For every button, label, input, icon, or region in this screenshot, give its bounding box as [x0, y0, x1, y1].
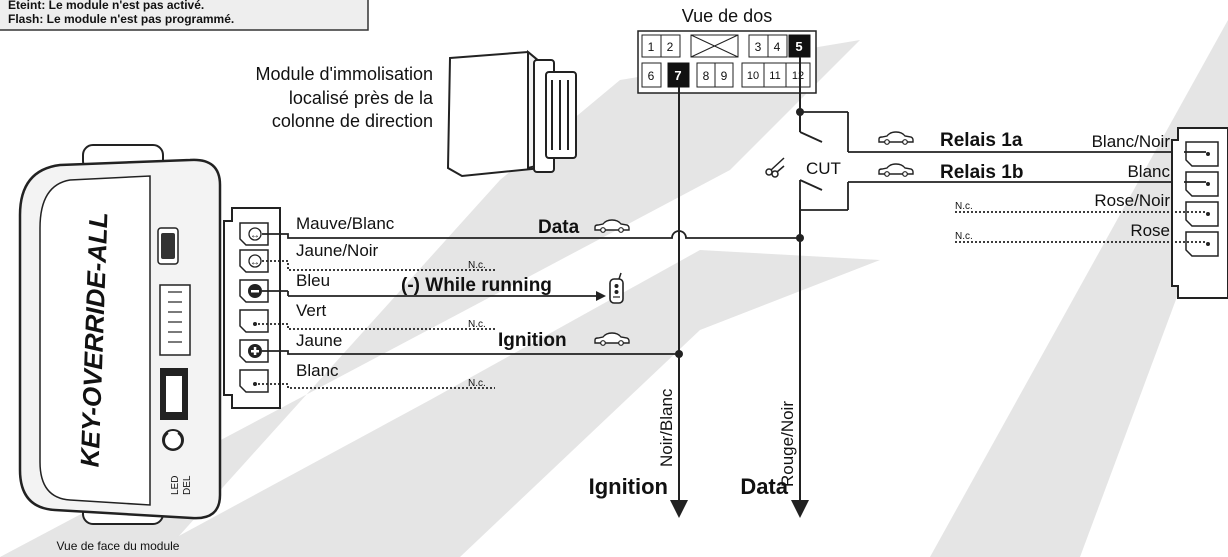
pin-6: 6: [648, 69, 655, 83]
nc-note-rose-noir: N.c.: [955, 201, 973, 212]
legend-line-2: Flash: Le module n'est pas programmé.: [8, 12, 234, 26]
wire-label-jaune-noir: Jaune/Noir: [296, 241, 379, 260]
module-caption: Vue de face du module: [57, 539, 180, 553]
scissors-icon: [765, 157, 785, 178]
vertical-label-rouge-noir: Rouge/Noir: [778, 401, 797, 487]
ignition-vertical-wire: Noir/Blanc Ignition: [589, 87, 688, 518]
cut-label: CUT: [806, 159, 841, 178]
pin-2: 2: [667, 40, 674, 54]
pin-10: 10: [747, 70, 759, 82]
pin-12: 12: [792, 70, 804, 82]
legend-line-1: Éteint: Le module n'est pas activé.: [8, 0, 204, 12]
relay-connector: [1171, 127, 1228, 299]
immobilizer-caption-line-1: Module d'immolisation: [255, 64, 433, 84]
pin-3: 3: [755, 40, 762, 54]
pin-1: 1: [648, 40, 655, 54]
wire-label-blanc: Blanc: [296, 361, 339, 380]
nc-note-vert: N.c.: [468, 319, 486, 330]
immobilizer-caption-line-3: colonne de direction: [272, 111, 433, 131]
relay-labels: Relais 1a Relais 1b: [878, 130, 1023, 183]
nc-note-blanc: N.c.: [468, 378, 486, 389]
led-label: LED: [170, 476, 181, 495]
data-vertical-wire: Rouge/Noir Data: [740, 57, 809, 518]
wire-label-bleu: Bleu: [296, 271, 330, 290]
car-icon: [878, 131, 914, 145]
relay-wires: [955, 151, 1206, 243]
key-override-module: KEY-OVERRIDE-ALL LED DEL Vue de face du …: [18, 144, 222, 553]
immobilizer-caption-line-2: localisé près de la: [289, 88, 434, 108]
ignition-signal-label: Ignition: [498, 330, 567, 351]
pin-11: 11: [769, 70, 780, 82]
cut-section: [800, 111, 1184, 211]
pin-7: 7: [674, 68, 681, 83]
relay-1a-label: Relais 1a: [940, 130, 1023, 151]
nc-note-jaune-noir: N.c.: [468, 260, 486, 271]
data-signal-label: Data: [538, 217, 580, 238]
while-running-label: (-) While running: [401, 275, 552, 296]
nc-note-rose: N.c.: [955, 231, 973, 242]
bottom-data-label: Data: [740, 474, 788, 499]
pin-4: 4: [774, 40, 781, 54]
relay-wire-label-blanc-noir: Blanc/Noir: [1092, 132, 1171, 151]
relay-1b-label: Relais 1b: [940, 162, 1023, 183]
harness-wire-labels: Mauve/Blanc Jaune/Noir Bleu Vert Jaune B…: [296, 214, 486, 389]
legend-box: Éteint: Le module n'est pas activé. Flas…: [0, 0, 369, 31]
while-running-arrow: [596, 291, 606, 301]
vertical-label-noir-blanc: Noir/Blanc: [657, 388, 676, 467]
car-icon: [878, 163, 914, 177]
wire-label-vert: Vert: [296, 301, 327, 320]
immobilizer-caption: Module d'immolisation localisé près de l…: [255, 64, 433, 131]
pin-8: 8: [703, 69, 710, 83]
immobilizer-module-drawing: [446, 49, 577, 178]
signal-labels: Data (-) While running Ignition: [401, 217, 630, 351]
relay-wire-label-rose-noir: Rose/Noir: [1094, 191, 1170, 210]
pin-5: 5: [795, 39, 802, 54]
remote-icon: [609, 272, 624, 304]
del-label: DEL: [182, 475, 193, 495]
back-view-connector: Vue de dos 1 2 3 4 5 6 7 8 9 10: [637, 6, 817, 94]
svg-text:↔: ↔: [250, 257, 260, 268]
svg-text:↔: ↔: [250, 230, 260, 241]
connector-title: Vue de dos: [682, 6, 772, 26]
wire-label-jaune: Jaune: [296, 331, 342, 350]
relay-wire-label-rose: Rose: [1130, 221, 1170, 240]
relay-wire-labels: Blanc/Noir Blanc Rose/Noir Rose N.c. N.c…: [955, 132, 1170, 242]
bottom-ignition-label: Ignition: [589, 474, 668, 499]
background-watermark: [0, 20, 1228, 557]
harness-wires: [258, 230, 800, 389]
relay-wire-label-blanc: Blanc: [1127, 162, 1170, 181]
pin-9: 9: [721, 69, 728, 83]
harness-connector: ↔ ↔: [223, 207, 281, 409]
wire-label-mauve-blanc: Mauve/Blanc: [296, 214, 395, 233]
